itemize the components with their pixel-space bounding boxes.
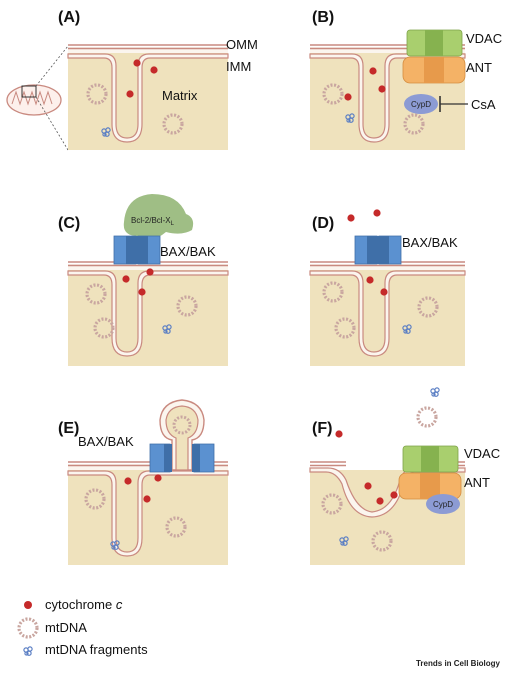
panel-f-scene: CypD [309, 387, 466, 565]
panel-b-scene: CypD [309, 29, 468, 150]
legend-fragments: mtDNA fragments [23, 642, 148, 657]
vdac-channel [402, 445, 459, 473]
panel-b-label: (B) [312, 9, 334, 26]
cytochrome-c-dot [376, 497, 384, 505]
legend-mtdna: mtDNA [17, 617, 87, 639]
vdac-channel [406, 29, 463, 57]
mtdna-icon [17, 617, 39, 639]
ant-label: ANT [466, 60, 492, 75]
panel-d: (D) BAX/BAK [309, 209, 466, 366]
cytochrome-c-dot [133, 59, 141, 67]
panel-f-label: (F) [312, 420, 332, 437]
cytochrome-c-dot [143, 495, 151, 503]
panel-c-scene: Bcl-2/Bcl-XL [67, 194, 229, 366]
cytochrome-c-dot [344, 93, 352, 101]
legend-cytochrome-c: cytochrome c [24, 597, 123, 612]
cytochrome-c-dot [390, 491, 398, 499]
panel-d-label: (D) [312, 215, 334, 232]
legend-fragments-label: mtDNA fragments [45, 642, 148, 657]
mitochondrion-overview-icon [6, 45, 69, 151]
panel-d-scene [309, 209, 466, 366]
panel-e: (E) [58, 399, 229, 565]
baxbak-label-c: BAX/BAK [160, 244, 216, 259]
cypd-label: CypD [433, 500, 453, 509]
cytochrome-c-icon [24, 601, 32, 609]
cytochrome-c-dot [347, 214, 355, 222]
mtdna-fragment-icon [23, 646, 33, 656]
cytochrome-c-dot [378, 85, 386, 93]
cypd-protein: CypD [426, 494, 460, 514]
bcl-label: Bcl-2/Bcl-XL [131, 216, 175, 227]
matrix-label: Matrix [162, 88, 198, 103]
panel-a: (A) OMM IMM Matrix [6, 9, 258, 151]
csa-label: CsA [471, 97, 496, 112]
vdac-label: VDAC [466, 31, 502, 46]
panel-e-scene [67, 399, 229, 565]
panel-a-scene [67, 44, 229, 150]
bax-bak-channel [354, 235, 402, 265]
vdac-label: VDAC [464, 446, 500, 461]
cytochrome-c-dot [373, 209, 381, 217]
panel-a-label: (A) [58, 9, 80, 26]
cytochrome-c-dot [138, 288, 146, 296]
panel-e-label: (E) [58, 420, 79, 437]
panel-f: (F) [309, 387, 500, 565]
legend-mtdna-label: mtDNA [45, 620, 87, 635]
panel-c: (C) Bcl-2/Bcl-XL [58, 194, 229, 366]
panel-c-label: (C) [58, 215, 80, 232]
cytochrome-c-dot [150, 66, 158, 74]
bax-bak-channel [113, 235, 161, 265]
baxbak-label-d: BAX/BAK [402, 235, 458, 250]
cytochrome-c-dot [146, 268, 154, 276]
bcl-2-protein: Bcl-2/Bcl-XL [123, 194, 194, 240]
cytochrome-c-dot [126, 90, 134, 98]
ant-label: ANT [464, 475, 490, 490]
panel-b: (B) CypD [309, 9, 502, 150]
ant-channel [402, 56, 466, 84]
legend: cytochrome c mtDNA mtDNA fragments [17, 597, 148, 657]
journal-credit: Trends in Cell Biology [416, 659, 501, 668]
legend-cytochrome-c-label: cytochrome c [45, 597, 123, 612]
cytochrome-c-dot [366, 276, 374, 284]
bax-bak-channel [149, 443, 215, 473]
ant-channel [398, 472, 462, 500]
cytochrome-c-dot [364, 482, 372, 490]
cytochrome-c-dot [154, 474, 162, 482]
baxbak-label-e: BAX/BAK [78, 434, 134, 449]
cypd-protein: CypD [404, 94, 438, 114]
cytochrome-c-dot [124, 477, 132, 485]
cytochrome-c-dot [335, 430, 343, 438]
imm-herniation [159, 399, 205, 471]
csa-inhibition-marker [439, 96, 468, 112]
omm-label: OMM [226, 37, 258, 52]
cypd-label: CypD [411, 100, 431, 109]
imm-label: IMM [226, 59, 251, 74]
cytochrome-c-dot [380, 288, 388, 296]
cytochrome-c-dot [122, 275, 130, 283]
cytochrome-c-dot [369, 67, 377, 75]
